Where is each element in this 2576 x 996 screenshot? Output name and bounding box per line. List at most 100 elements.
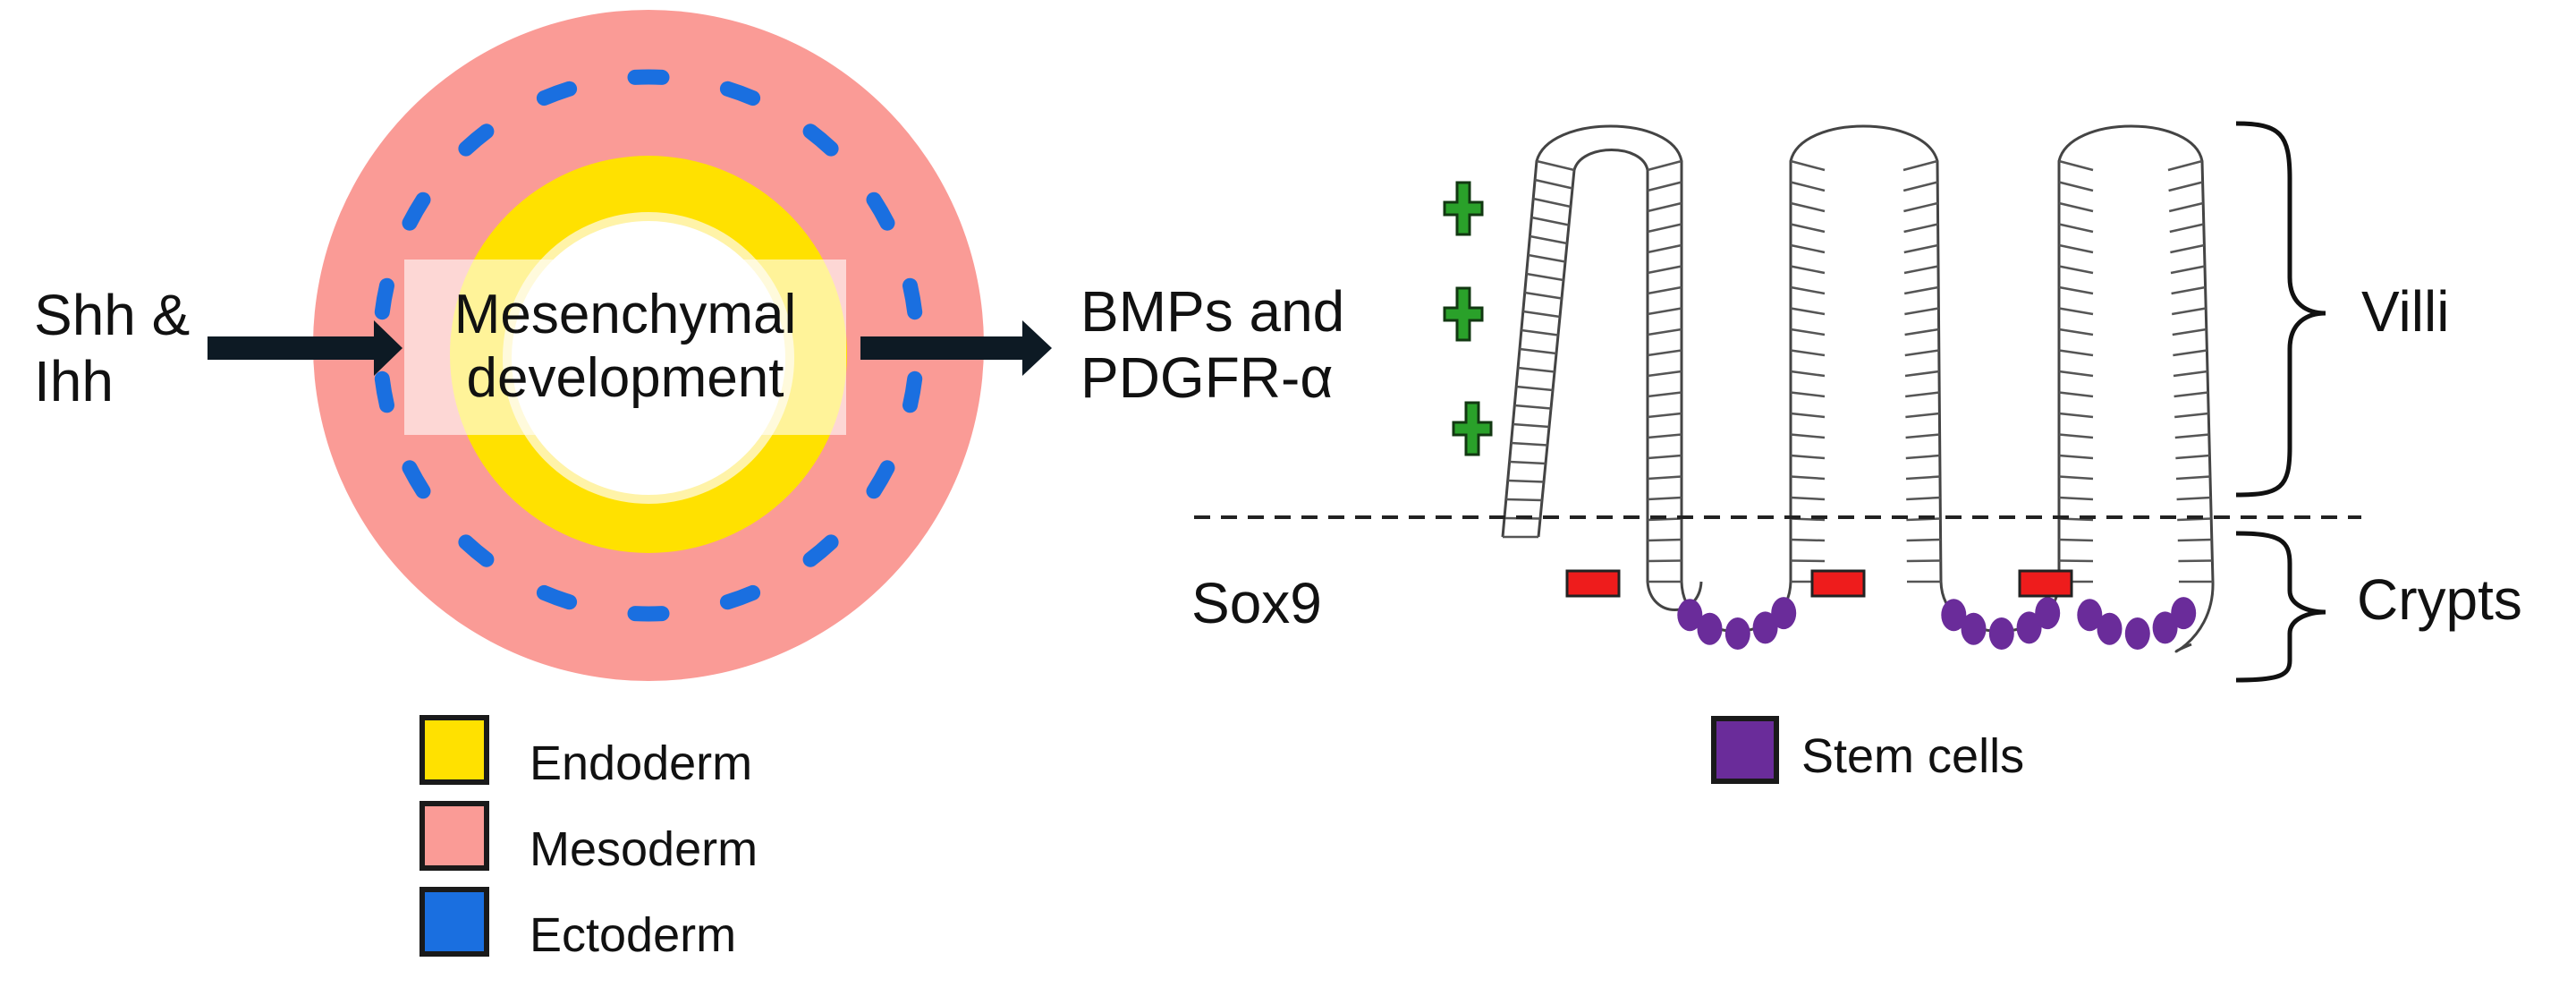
cell-boundary	[1531, 216, 1570, 226]
cell-boundary	[1906, 496, 1941, 501]
cell-boundary	[1647, 538, 1682, 542]
input-arrow	[208, 320, 402, 376]
cell-boundary	[1647, 181, 1682, 192]
villi-crypts	[1501, 124, 2215, 653]
plus-sign	[1443, 286, 1484, 342]
input-label: Shh & Ihh	[34, 283, 191, 413]
stem-cell	[1677, 599, 1703, 632]
cell-boundary	[2058, 391, 2094, 398]
cell-boundary	[1513, 422, 1550, 429]
cell-boundary	[2058, 159, 2094, 172]
cell-boundary	[1904, 349, 1939, 357]
ectoderm-dash	[536, 81, 578, 106]
cell-boundary	[1790, 307, 1826, 316]
cell-boundary	[2174, 412, 2209, 419]
stem-cell	[2152, 611, 2178, 644]
cell-boundary	[1902, 181, 1938, 192]
stem-cell	[2171, 597, 2197, 630]
cell-boundary	[2175, 475, 2211, 481]
ectoderm-dash	[458, 534, 495, 567]
endoderm-swatch	[419, 715, 489, 785]
cell-boundary	[1906, 517, 1941, 522]
cell-boundary	[2058, 454, 2094, 460]
cell-boundary	[1790, 181, 1826, 192]
cell-boundary	[1790, 201, 1826, 213]
cell-boundary	[1790, 412, 1826, 419]
cell-boundary	[2058, 243, 2094, 254]
cell-boundary	[2173, 349, 2207, 357]
cell-boundary	[1904, 307, 1939, 316]
ectoderm-dash	[719, 81, 761, 106]
legend-mesoderm-label: Mesoderm	[530, 822, 758, 876]
cell-boundary	[2058, 433, 2094, 439]
cell-boundary	[1647, 433, 1682, 439]
cell-boundary	[1526, 272, 1564, 282]
cell-boundary	[2174, 391, 2208, 398]
cell-boundary	[1905, 412, 1940, 419]
plus-sign	[1443, 181, 1484, 236]
stem-cell	[2016, 611, 2042, 644]
center-label: Mesenchymal development	[453, 284, 797, 410]
cell-boundary	[1647, 454, 1682, 460]
cell-boundary	[2178, 559, 2213, 563]
stem-cell	[2035, 597, 2061, 630]
minus-sign	[2018, 569, 2073, 598]
ectoderm-dash	[536, 584, 578, 610]
crypts-bracket	[2235, 531, 2326, 683]
cell-boundary	[1647, 475, 1682, 481]
cell-boundary	[2058, 223, 2094, 234]
cell-boundary	[1903, 243, 1939, 254]
cell-boundary	[1904, 370, 1940, 378]
crypts-label: Crypts	[2357, 567, 2522, 632]
cell-boundary	[2177, 538, 2212, 542]
cell-boundary	[2058, 496, 2094, 501]
output-label-text: BMPs and PDGFR-α	[1080, 279, 1345, 410]
cell-boundary	[2171, 285, 2206, 295]
cell-boundary	[1790, 223, 1826, 234]
cell-boundary	[2173, 370, 2208, 378]
cell-boundary	[2172, 328, 2207, 336]
cell-boundary	[1790, 391, 1826, 398]
cell-boundary	[1903, 265, 1939, 275]
cell-boundary	[1790, 454, 1826, 460]
stem-cells	[1677, 597, 2197, 650]
cell-boundary	[1905, 475, 1941, 481]
cell-boundary	[1790, 538, 1826, 542]
plus-signs	[1443, 181, 1493, 456]
cell-boundary	[1904, 328, 1939, 336]
cell-boundary	[1790, 243, 1826, 254]
villi-bracket	[2235, 121, 2326, 498]
ectoderm-dash	[402, 192, 431, 231]
cell-boundary	[2175, 454, 2210, 460]
cell-boundary	[1522, 310, 1561, 319]
stem-cell	[1752, 611, 1778, 644]
cell-boundary	[2058, 285, 2094, 295]
cell-boundary	[1906, 559, 1941, 563]
stem-cell	[2124, 617, 2150, 650]
stem-cells-swatch	[1711, 716, 1779, 784]
ectoderm-dash	[902, 277, 923, 320]
cell-boundary	[2167, 159, 2203, 172]
epithelium-inner	[1537, 149, 1703, 611]
cell-boundary	[2170, 265, 2206, 275]
cell-boundary	[2170, 243, 2205, 254]
cell-boundary	[1647, 391, 1682, 398]
ectoderm-swatch	[419, 887, 489, 957]
cell-boundary	[1790, 370, 1826, 378]
cell-boundary	[2058, 475, 2094, 481]
cell-boundary	[1790, 285, 1826, 295]
cell-boundary	[2171, 307, 2207, 316]
cell-boundary	[1647, 559, 1682, 563]
cell-boundary	[1647, 223, 1682, 234]
cell-boundary	[1524, 291, 1563, 300]
cell-boundary	[1530, 234, 1568, 245]
cell-boundary	[1790, 433, 1826, 439]
stem-cell	[1697, 612, 1723, 645]
cell-boundary	[1509, 460, 1546, 465]
ectoderm-dash	[802, 534, 839, 567]
cell-boundary	[1517, 366, 1555, 373]
cell-boundary	[2168, 181, 2203, 192]
ectoderm-dashes	[374, 69, 923, 622]
